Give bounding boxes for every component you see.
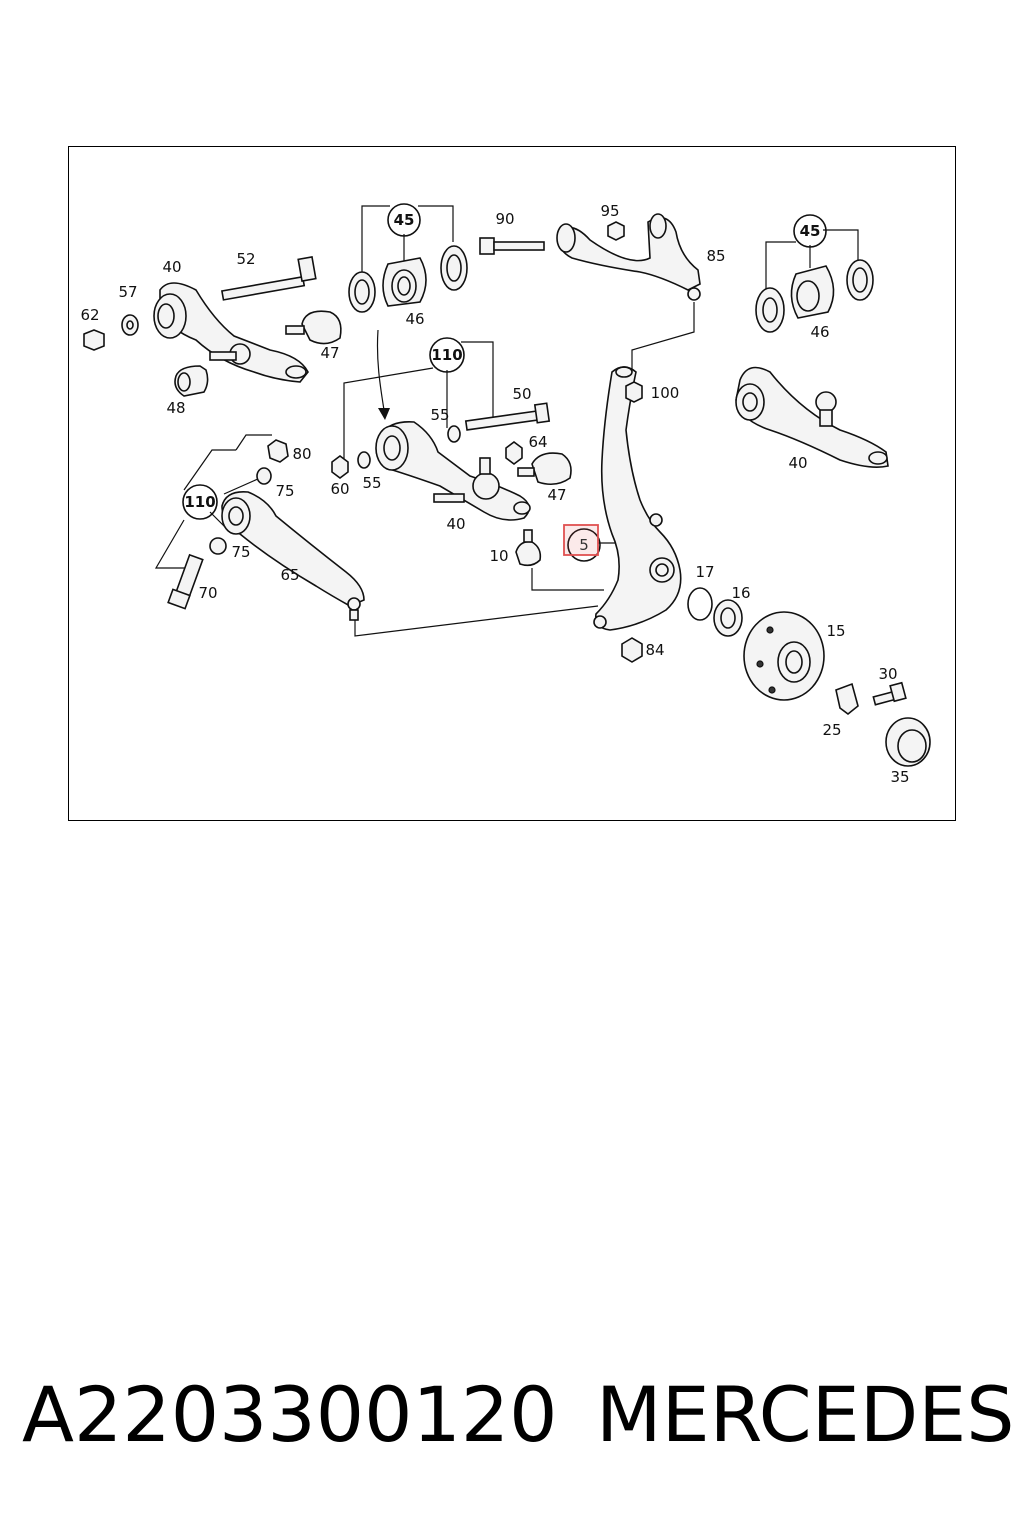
callout-55-upper: 55 [430, 406, 449, 424]
leader-lines [154, 205, 859, 637]
knuckle-parts [515, 366, 682, 663]
callout-circle-5 [567, 528, 601, 562]
callout-30: 30 [878, 665, 897, 683]
callout-95: 95 [600, 202, 619, 220]
upper-left-parts [83, 256, 342, 397]
callout-100: 100 [651, 384, 680, 402]
callout-46-right: 46 [810, 323, 829, 341]
callout-70: 70 [198, 584, 217, 602]
callout-circle-110b [182, 484, 218, 520]
callout-110-mid: 110 [431, 346, 462, 364]
callout-10: 10 [489, 547, 508, 565]
callout-75-upper: 75 [275, 482, 294, 500]
callout-85: 85 [706, 247, 725, 265]
callout-40-right: 40 [788, 454, 807, 472]
callout-60: 60 [330, 480, 349, 498]
callout-circle-45a [387, 203, 421, 237]
callout-17: 17 [695, 563, 714, 581]
callout-45-right: 45 [800, 222, 821, 240]
callout-45-top: 45 [394, 211, 415, 229]
upper-center-parts [348, 213, 701, 313]
callout-110-left: 110 [184, 493, 215, 511]
callout-47-mid: 47 [547, 486, 566, 504]
callout-75-lower: 75 [231, 543, 250, 561]
middle-parts [331, 402, 572, 521]
part-number: A2203300120 [22, 1370, 558, 1459]
callout-57: 57 [118, 283, 137, 301]
callout-64: 64 [528, 433, 547, 451]
callout-35: 35 [890, 768, 909, 786]
callout-circle-110a [429, 337, 465, 373]
callout-5-highlighted: 5 [579, 536, 589, 554]
callout-40-left: 40 [162, 258, 181, 276]
callout-25: 25 [822, 721, 841, 739]
callout-15: 15 [826, 622, 845, 640]
callout-80: 80 [292, 445, 311, 463]
diagram-frame [68, 146, 956, 821]
brand-name: MERCEDES [596, 1370, 1015, 1459]
callout-55-lower: 55 [362, 474, 381, 492]
callout-52: 52 [236, 250, 255, 268]
callout-62: 62 [80, 306, 99, 324]
callout-circle-45b [793, 214, 827, 248]
callout-84: 84 [645, 641, 664, 659]
callout-16: 16 [731, 584, 750, 602]
upper-right-parts [735, 259, 889, 468]
callout-47-left: 47 [320, 344, 339, 362]
callout-40-mid: 40 [446, 515, 465, 533]
footer-caption: A2203300120 MERCEDES [0, 1370, 1024, 1470]
callout-65: 65 [280, 566, 299, 584]
callout-90: 90 [495, 210, 514, 228]
callout-48: 48 [166, 399, 185, 417]
callout-labels: 45 46 90 95 85 45 46 40 52 57 62 47 48 1… [80, 202, 909, 786]
left-parts [167, 439, 365, 621]
callout-50: 50 [512, 385, 531, 403]
hub-parts [687, 587, 931, 767]
callout-46-top: 46 [405, 310, 424, 328]
highlight-box [563, 524, 599, 556]
